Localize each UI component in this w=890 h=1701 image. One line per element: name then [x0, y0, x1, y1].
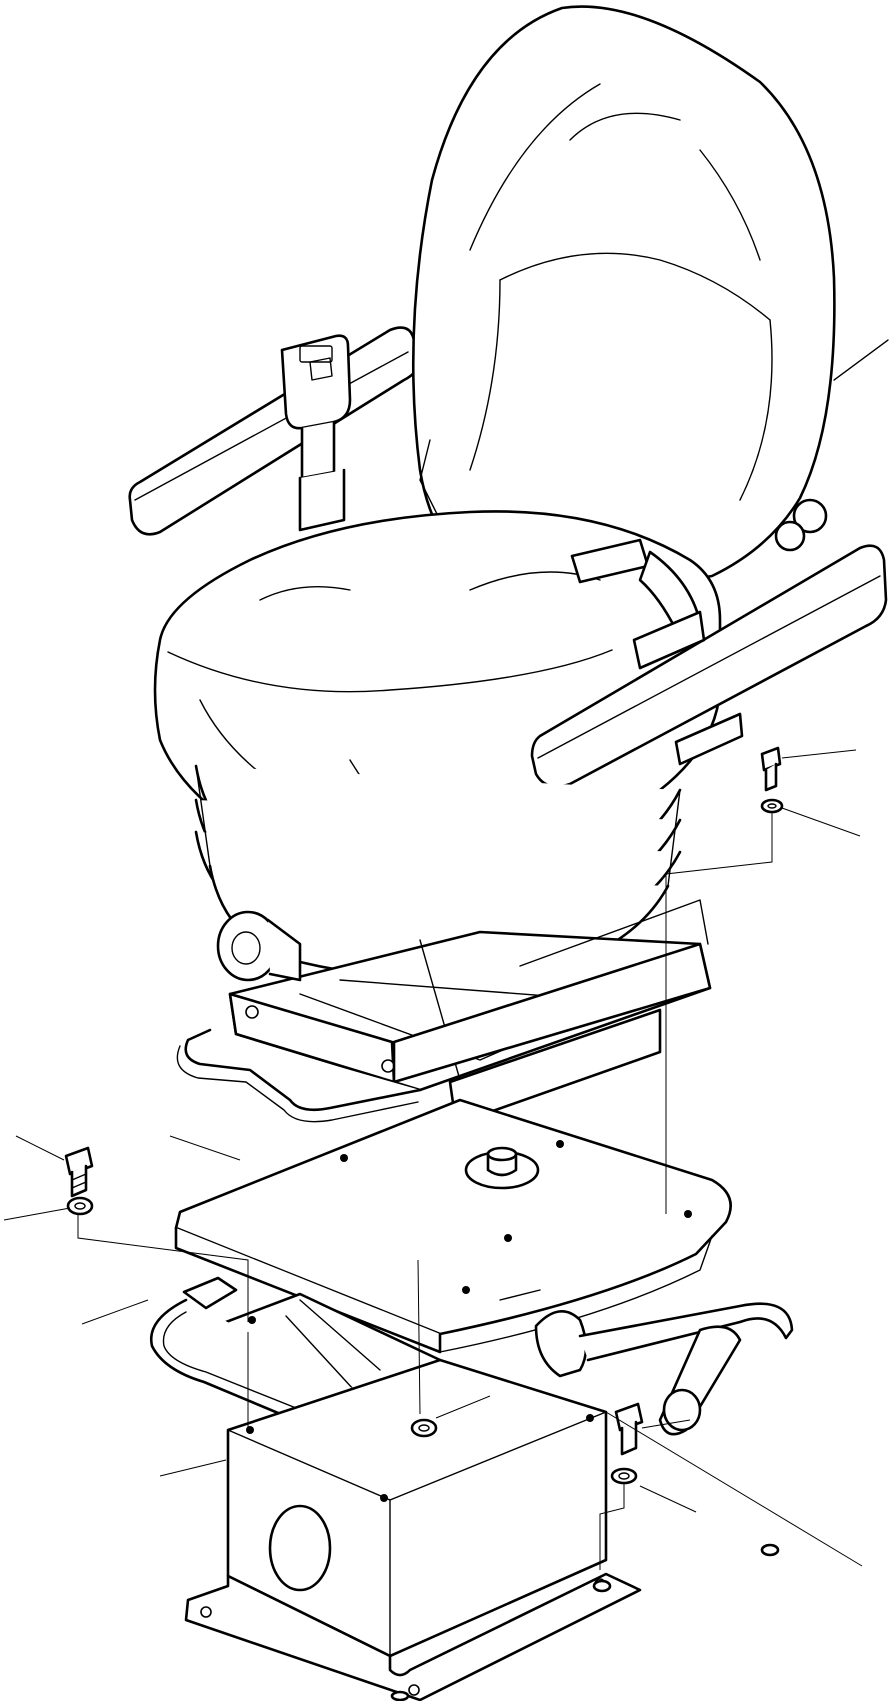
- washer-ring: [592, 1579, 612, 1593]
- washer-upper-right: [760, 798, 784, 814]
- suspension-bellows: [194, 764, 682, 981]
- seat-belt-buckle: [280, 334, 352, 532]
- backrest: [411, 5, 889, 595]
- bolt-left: [64, 1146, 94, 1198]
- washer-left: [66, 1196, 94, 1216]
- washer-lower-right: [610, 1467, 638, 1485]
- bolt-upper-right: [760, 746, 782, 792]
- fore-aft-handle: [176, 1028, 422, 1123]
- left-armrest: [128, 326, 422, 536]
- lever-handle: [534, 1302, 794, 1436]
- washer-ring: [760, 1543, 780, 1557]
- right-armrest: [530, 544, 888, 788]
- scissor-mechanism: [228, 899, 712, 1126]
- pedestal-base: [184, 1358, 642, 1701]
- bolt-lower-right: [614, 1402, 644, 1456]
- nut-center: [410, 1418, 438, 1438]
- washer-ring: [390, 1690, 410, 1701]
- alignment-lines: [77, 812, 773, 1570]
- height-adjust-knob: [216, 910, 302, 982]
- leader-lines: [3, 749, 863, 1567]
